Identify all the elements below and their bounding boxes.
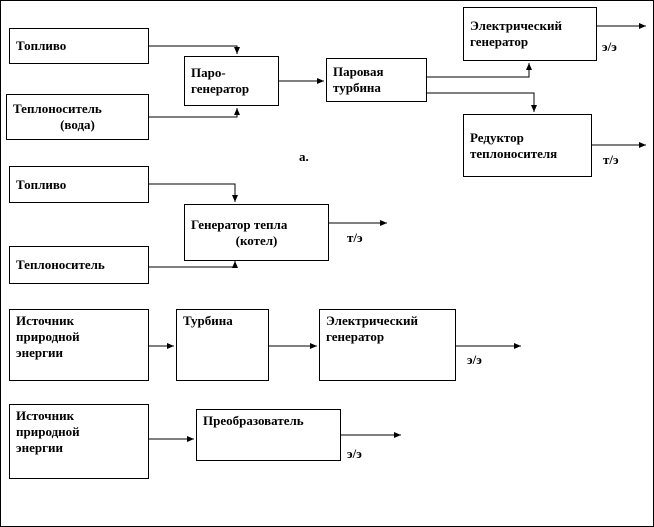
box-turbine-c-label: Турбина	[183, 313, 233, 328]
box-electric-generator-c-line2: генератор	[326, 329, 385, 344]
box-natural-source-d-line3: энергии	[16, 440, 63, 455]
box-turbine-c: Турбина	[176, 309, 269, 381]
wire-fuel-a-to-steam-generator	[149, 45, 240, 54]
box-converter-d-label: Преобразователь	[203, 413, 304, 428]
box-natural-source-c: Источник природной энергии	[9, 309, 149, 381]
box-steam-generator-line2: генератор	[191, 81, 250, 96]
output-label-thermal-b: т/э	[347, 230, 363, 245]
box-natural-source-d-line1: Источник	[16, 408, 75, 423]
box-fuel-b: Топливо	[9, 166, 149, 203]
box-coolant-b-label: Теплоноситель	[16, 257, 105, 272]
box-coolant-reducer-line1: Редуктор	[470, 129, 524, 145]
box-heat-generator-line2: (котел)	[235, 232, 278, 248]
section-a-label: а.	[299, 149, 309, 164]
box-steam-turbine-line2: турбина	[333, 80, 381, 95]
box-coolant-b: Теплоноситель	[9, 246, 149, 284]
box-coolant-reducer: Редуктор теплоносителя	[463, 114, 592, 177]
output-label-electric-c: э/э	[467, 352, 482, 367]
box-fuel-a-label: Топливо	[16, 38, 67, 53]
box-natural-source-c-line2: природной	[16, 329, 80, 344]
box-heat-generator-line1: Генератор тепла	[191, 216, 288, 232]
box-steam-generator: Паро- генератор	[184, 56, 279, 106]
box-converter-d: Преобразователь	[196, 409, 341, 461]
output-label-thermal-a: т/э	[603, 152, 619, 167]
box-fuel-b-label: Топливо	[16, 176, 67, 192]
box-electric-generator-a-line2: генератор	[470, 34, 529, 49]
box-steam-turbine-line1: Паровая	[333, 64, 384, 79]
box-electric-generator-c-line1: Электрический	[326, 313, 418, 328]
box-heat-generator: Генератор тепла (котел)	[184, 204, 329, 261]
box-coolant-water: Теплоноситель (вода)	[6, 94, 149, 140]
box-fuel-a: Топливо	[9, 28, 149, 64]
box-natural-source-c-line3: энергии	[16, 345, 63, 360]
box-electric-generator-a: Электрический генератор	[463, 7, 597, 61]
wire-coolant-water-to-steam-generator	[149, 108, 240, 118]
box-natural-source-d-line2: природной	[16, 424, 80, 439]
box-natural-source-d: Источник природной энергии	[9, 404, 149, 479]
wire-turbine-to-electric-generator	[427, 63, 532, 78]
box-steam-turbine: Паровая турбина	[326, 58, 427, 102]
box-coolant-water-line2: (вода)	[60, 117, 95, 132]
box-electric-generator-a-line1: Электрический	[470, 18, 562, 33]
wire-fuel-b-to-heat-generator	[149, 183, 238, 202]
box-coolant-water-line1: Теплоноситель	[13, 101, 102, 116]
wire-turbine-to-reducer	[427, 92, 537, 112]
box-electric-generator-c: Электрический генератор	[319, 309, 456, 381]
box-natural-source-c-line1: Источник	[16, 313, 75, 328]
output-label-electric-d: э/э	[347, 446, 362, 461]
box-coolant-reducer-line2: теплоносителя	[470, 145, 558, 161]
wire-coolant-b-to-heat-generator	[149, 261, 238, 268]
box-steam-generator-line1: Паро-	[191, 65, 226, 80]
output-label-electric-a: э/э	[602, 39, 617, 54]
